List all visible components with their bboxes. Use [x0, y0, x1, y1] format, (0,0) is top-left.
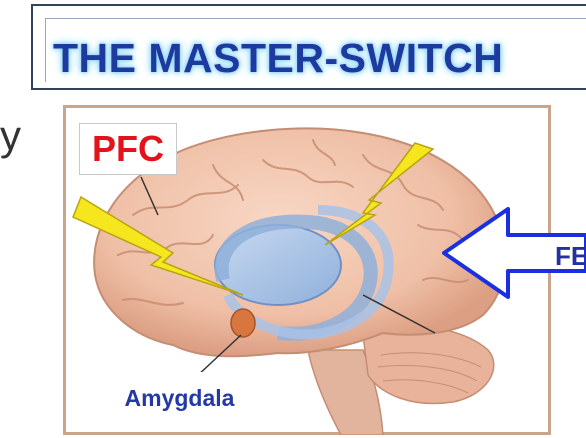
slide-title: THE MASTER-SWITCH	[53, 35, 503, 82]
cerebellum	[363, 326, 494, 403]
pfc-label: PFC	[79, 123, 177, 175]
amygdala-structure	[231, 309, 255, 337]
amygdala-label: Amygdala	[97, 372, 262, 424]
fe-label: FE	[555, 241, 586, 272]
cropped-text-fragment: y	[0, 112, 21, 160]
